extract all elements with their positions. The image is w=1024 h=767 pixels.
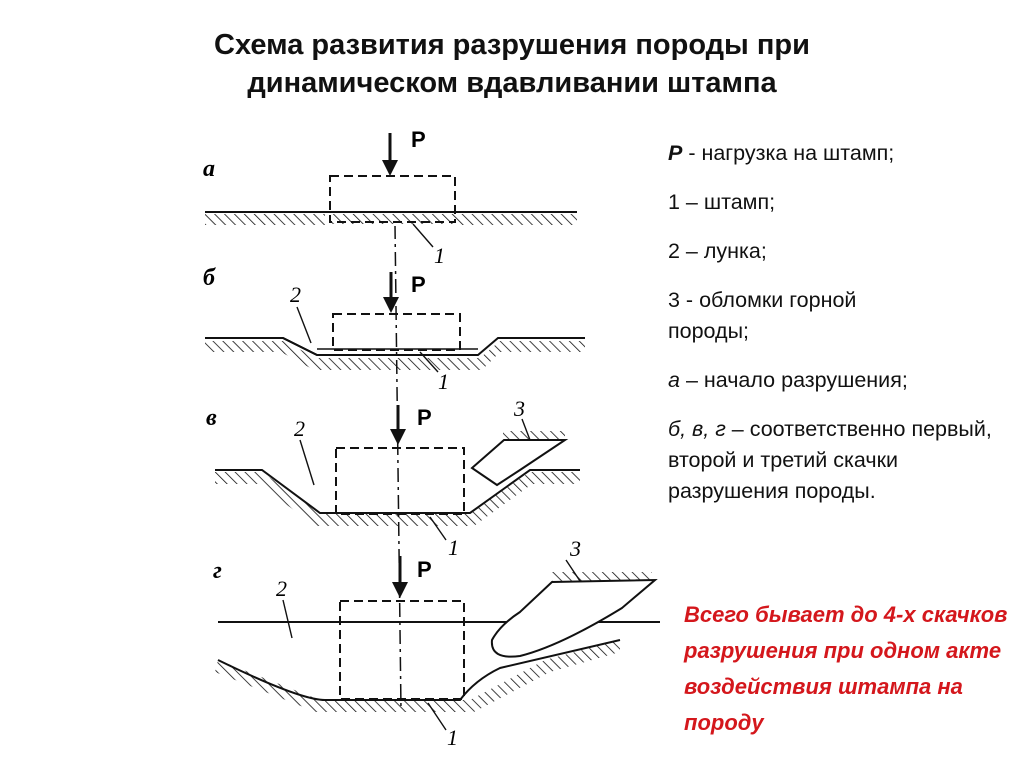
legend-a: а – начало разрушения; [668, 368, 908, 392]
legend-item-3: 3 - обломки горной породы; [668, 288, 857, 343]
stage-label-v: в [206, 405, 217, 431]
slide-title: Схема развития разрушения породы при дин… [0, 26, 1024, 102]
hole-label-v: 2 [294, 416, 305, 441]
legend-bvg: б, в, г – соответственно первый, второй … [668, 417, 992, 503]
force-label-g: P [417, 557, 432, 582]
legend-item-1: 1 – штамп; [668, 190, 776, 214]
destruction-diagram: а б в г P P P P 1 1 1 1 2 2 2 3 3 [203, 127, 660, 750]
note-text: Всего бывает до 4-х скачков разрушения п… [684, 602, 1008, 735]
ground-surface [205, 337, 585, 356]
hole-label-g: 2 [276, 576, 287, 601]
rock-fragment [470, 439, 569, 487]
stamp-label-b: 1 [438, 369, 449, 394]
stamp-label-v: 1 [448, 535, 459, 560]
hole-outline [217, 639, 621, 701]
stamp [329, 175, 456, 223]
hole-outline [282, 337, 318, 356]
stamp-label-g: 1 [447, 725, 458, 750]
stamp [339, 600, 465, 700]
title-line-1: Схема развития разрушения породы при [214, 29, 810, 61]
hole-outline [215, 469, 580, 514]
stage-a [205, 133, 577, 248]
stage-label-b: б [203, 265, 216, 291]
title-line-2: динамическом вдавливании штампа [247, 67, 777, 99]
legend-p: P - нагрузка на штамп; [668, 141, 895, 165]
stamp [332, 313, 461, 351]
fragment-label-g: 3 [569, 536, 581, 561]
stage-label-g: г [213, 558, 222, 584]
legend: P - нагрузка на штамп; 1 – штамп; 2 – лу… [668, 138, 1018, 525]
rock-fragment [490, 578, 658, 658]
stage-b [205, 272, 585, 373]
hole-label-b: 2 [290, 282, 301, 307]
stage-g [215, 556, 660, 731]
stamp [335, 447, 465, 515]
force-label-b: P [411, 272, 426, 297]
force-label-a: P [411, 127, 426, 152]
fragment-label-v: 3 [513, 396, 525, 421]
stamp-label-a: 1 [434, 243, 445, 268]
force-label-v: P [417, 405, 432, 430]
stage-label-a: а [203, 156, 215, 182]
legend-item-2: 2 – лунка; [668, 239, 767, 263]
stage-v [215, 405, 580, 541]
